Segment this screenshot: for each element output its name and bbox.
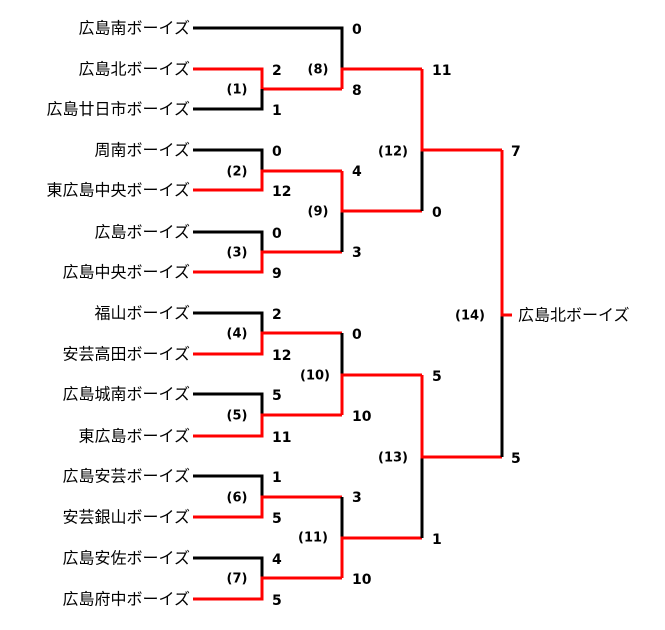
match-label: (14) [455, 309, 485, 324]
team-name: 広島ボーイズ [94, 223, 190, 242]
score: 5 [272, 511, 282, 527]
score: 8 [352, 83, 362, 99]
team-name: 広島安芸ボーイズ [62, 467, 190, 486]
match-labels: (1) (2) (3) (4) (5) (6) (7) (8) (9) (10)… [227, 63, 485, 587]
score: 3 [352, 490, 362, 506]
bracket-lines [193, 26, 512, 601]
score: 10 [352, 409, 372, 425]
match-label: (13) [378, 451, 408, 466]
score: 0 [352, 327, 362, 343]
match-label: (8) [308, 63, 329, 78]
team-name: 東広島ボーイズ [78, 427, 190, 446]
team-name: 広島廿日市ボーイズ [46, 100, 190, 119]
match-label: (6) [227, 491, 248, 506]
score: 4 [272, 552, 282, 568]
score: 0 [272, 144, 282, 160]
team-name: 福山ボーイズ [94, 304, 190, 323]
score: 12 [272, 348, 291, 364]
score: 10 [352, 572, 372, 588]
score: 5 [432, 369, 442, 385]
match-label: (5) [227, 409, 248, 424]
score: 11 [432, 63, 451, 79]
scores: 2 1 0 12 0 9 2 12 5 11 1 5 4 5 0 8 4 3 0… [272, 22, 521, 609]
team-name: 広島府中ボーイズ [62, 590, 190, 609]
score: 5 [511, 451, 521, 467]
score: 1 [272, 103, 282, 119]
match-label: (3) [227, 246, 248, 261]
match-label: (9) [308, 205, 329, 220]
score: 1 [432, 532, 442, 548]
team-name: 広島南ボーイズ [78, 19, 190, 38]
score: 4 [352, 164, 362, 180]
team-list: 広島南ボーイズ 広島北ボーイズ 広島廿日市ボーイズ 周南ボーイズ 東広島中央ボー… [46, 19, 629, 609]
score: 5 [272, 388, 282, 404]
score: 11 [272, 430, 291, 446]
match-label: (1) [227, 83, 248, 98]
team-name: 広島安佐ボーイズ [62, 549, 190, 568]
score: 9 [272, 266, 282, 282]
score: 0 [272, 226, 282, 242]
score: 7 [511, 144, 521, 160]
team-name: 広島北ボーイズ [78, 60, 190, 79]
team-name: 広島城南ボーイズ [62, 385, 190, 404]
score: 2 [272, 307, 282, 323]
score: 2 [272, 63, 282, 79]
match-label: (11) [298, 531, 328, 546]
score: 3 [352, 245, 362, 261]
score: 1 [272, 470, 282, 486]
match-label: (2) [227, 165, 248, 180]
match-label: (12) [378, 145, 408, 160]
match-label: (7) [227, 572, 248, 587]
champion-name: 広島北ボーイズ [518, 306, 630, 325]
score: 5 [272, 593, 282, 609]
team-name: 東広島中央ボーイズ [46, 181, 190, 200]
team-name: 安芸銀山ボーイズ [62, 508, 190, 527]
score: 0 [352, 22, 362, 38]
score: 12 [272, 184, 291, 200]
match-label: (4) [227, 327, 248, 342]
match-label: (10) [300, 369, 330, 384]
team-name: 広島中央ボーイズ [62, 263, 190, 282]
team-name: 安芸高田ボーイズ [62, 345, 190, 364]
team-name: 周南ボーイズ [94, 141, 190, 160]
score: 0 [432, 205, 442, 221]
